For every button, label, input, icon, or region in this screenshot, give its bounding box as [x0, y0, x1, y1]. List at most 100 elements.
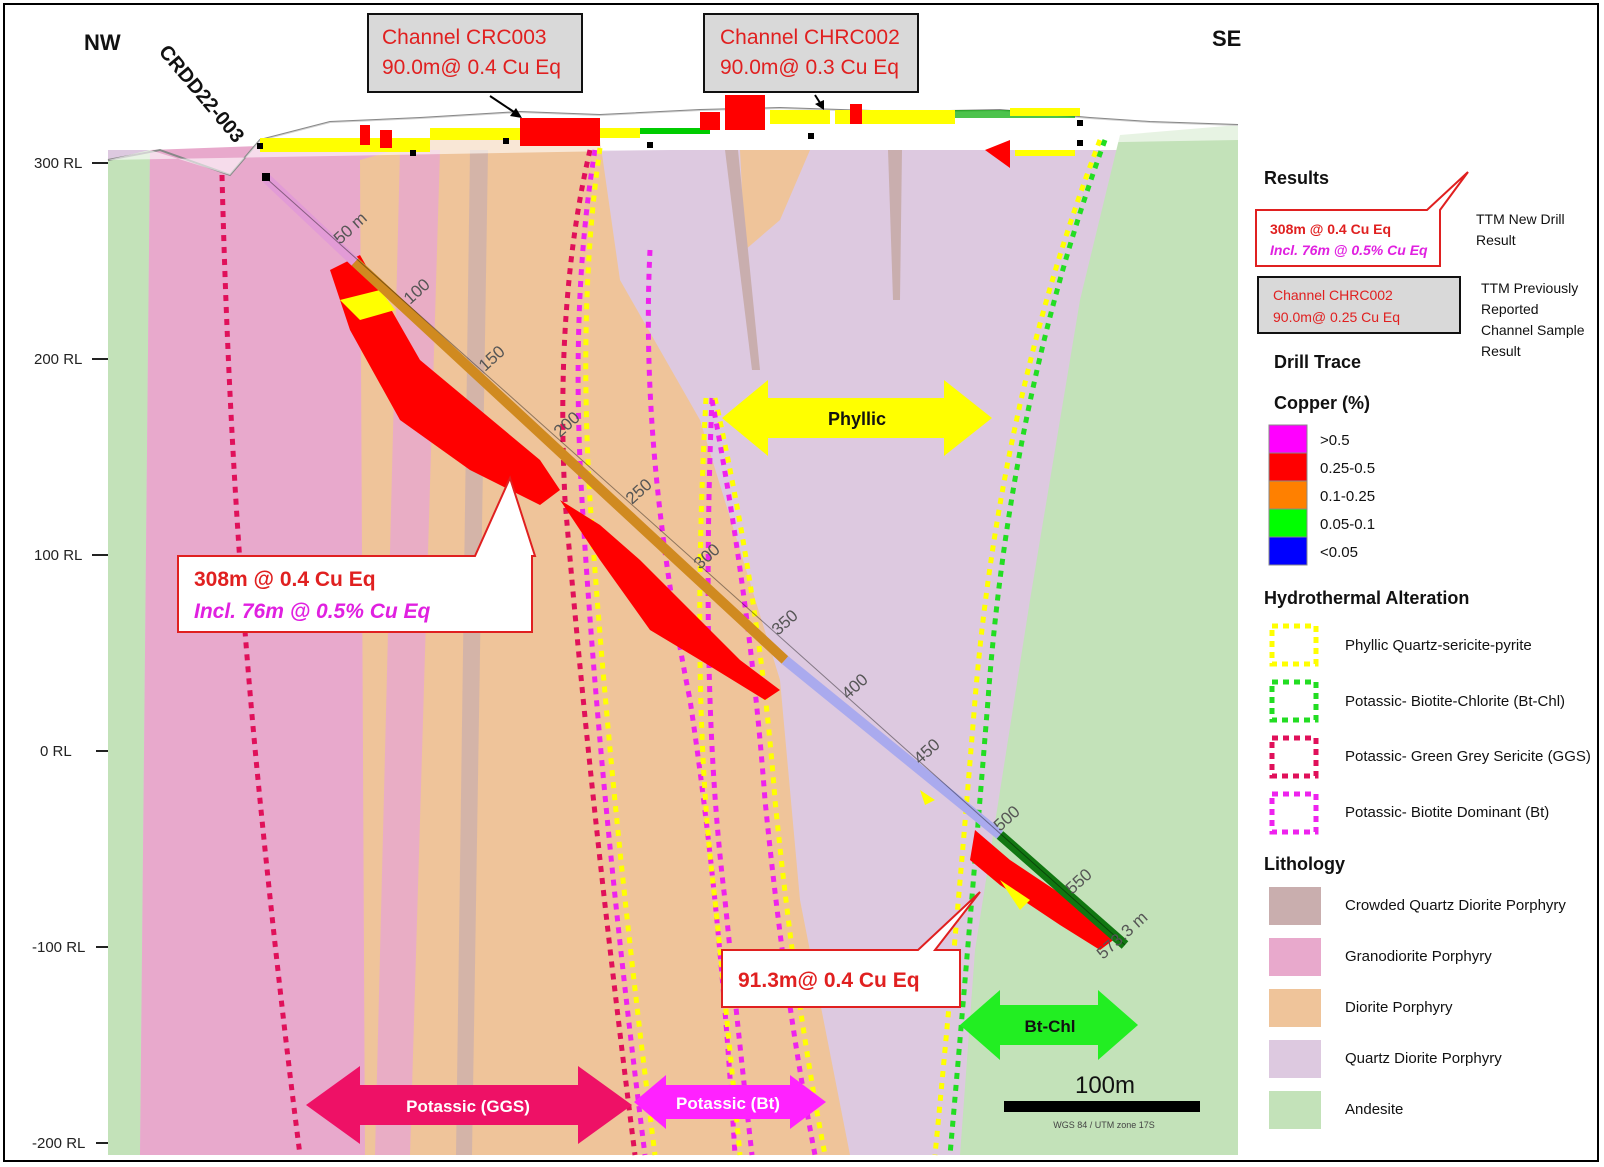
copper-label: <0.05 — [1320, 544, 1358, 561]
assay-histogram — [330, 255, 1120, 950]
assay-histogram-yellow — [340, 290, 395, 320]
callout-line-2: Incl. 76m @ 0.5% Cu Eq — [194, 600, 431, 623]
channel-box-bg — [367, 13, 583, 93]
rl-label: -200 RL — [32, 1135, 85, 1152]
legend-alteration-title: Hydrothermal Alteration — [1264, 588, 1469, 608]
channel-sample-bar — [1015, 150, 1075, 156]
channel-result: 90.0m@ 0.4 Cu Eq — [382, 56, 561, 79]
drill-trace — [262, 173, 1129, 949]
channel-sample-bar — [770, 110, 830, 124]
alteration-swatch — [1269, 679, 1319, 723]
arrow-shape — [306, 1066, 632, 1144]
ggs-boundary-west — [219, 174, 303, 1156]
copper-swatch — [1268, 480, 1308, 510]
crowded-dyke-2 — [725, 150, 760, 370]
copper-swatch — [1268, 508, 1308, 538]
diorite-zone — [400, 140, 850, 1155]
arrow-shape — [960, 990, 1138, 1060]
lithology-label: Quartz Diorite Porphyry — [1345, 1050, 1502, 1067]
channel-sample-bar — [430, 128, 520, 140]
callout-line-1: 91.3m@ 0.4 Cu Eq — [738, 969, 920, 992]
channel-sample-bar — [1010, 108, 1080, 116]
channel-sample-bar — [380, 130, 392, 148]
copper-swatch — [1268, 452, 1308, 482]
legend-channel-desc: Result — [1481, 343, 1521, 359]
alteration-label: Potassic- Green Grey Sericite (GGS) — [1345, 748, 1591, 765]
phyllic-arrow: Phyllic — [722, 380, 992, 456]
bt-boundary-2 — [645, 249, 738, 1156]
assay-histogram-upper — [330, 255, 560, 505]
legend-new-drill-desc: Result — [1476, 232, 1516, 248]
nw-label: NW — [84, 30, 121, 55]
copper-swatch — [1268, 536, 1308, 566]
copper-swatch — [1268, 424, 1308, 454]
lithology-label: Granodiorite Porphyry — [1345, 948, 1492, 965]
legend-new-drill-box — [1255, 171, 1469, 267]
alteration-label: Phyllic Quartz-sericite-pyrite — [1345, 637, 1532, 654]
drill-segment-pink — [262, 174, 359, 266]
bt-boundary-3 — [705, 397, 755, 1156]
legend: Results 308m @ 0.4 Cu Eq Incl. 76m @ 0.5… — [1255, 168, 1591, 1129]
channel-marker — [1077, 120, 1083, 126]
lithology-swatch — [1269, 1040, 1321, 1078]
phyllic-boundary-3 — [712, 397, 828, 1156]
legend-channel-box — [1257, 276, 1461, 334]
arrow-shape — [634, 1075, 826, 1129]
projection-note: WGS 84 / UTM zone 17S — [1053, 1120, 1155, 1130]
legend-channel-desc: Channel Sample — [1481, 322, 1585, 338]
andesite-west — [108, 150, 150, 1155]
collar-marker — [262, 173, 270, 181]
alteration-swatch — [1269, 623, 1319, 667]
rl-label: -100 RL — [32, 939, 85, 956]
arrow-head — [510, 108, 522, 118]
arrow-shape — [722, 380, 992, 456]
btchl-arrow: Bt-Chl — [960, 990, 1138, 1060]
bt-boundary-4 — [709, 399, 818, 1156]
lithology-label: Diorite Porphyry — [1345, 999, 1453, 1016]
channel-sample-bar — [600, 128, 640, 138]
potassic-bt-arrow: Potassic (Bt) — [634, 1075, 826, 1129]
channel-sample-bar — [360, 125, 370, 145]
phyllic-boundary-4 — [932, 139, 1103, 1156]
phyllic-boundary-1 — [583, 147, 658, 1156]
alteration-swatch — [1269, 791, 1319, 835]
channel-marker — [257, 143, 263, 149]
legend-new-drill-desc: TTM New Drill — [1476, 211, 1565, 227]
legend-channel-desc: Reported — [1481, 301, 1539, 317]
diorite-pocket — [740, 150, 810, 250]
assay-histogram-yellow — [920, 790, 935, 805]
scale-label: 100m — [1075, 1072, 1135, 1099]
alteration-label: Potassic- Biotite-Chlorite (Bt-Chl) — [1345, 693, 1565, 710]
potassic-ggs-arrow: Potassic (GGS) — [306, 1066, 632, 1144]
potassic-ggs-label: Potassic (GGS) — [406, 1097, 530, 1116]
lower-result-callout: 91.3m@ 0.4 Cu Eq — [721, 891, 981, 1008]
crowded-dyke-3 — [888, 150, 902, 300]
legend-copper-title: Copper (%) — [1274, 393, 1370, 413]
figure-frame — [3, 3, 1599, 1162]
alteration-boundaries — [219, 139, 1108, 1156]
channel-sample-bar — [835, 110, 955, 124]
legend-channel-line2: 90.0m@ 0.25 Cu Eq — [1273, 309, 1400, 325]
phyllic-label: Phyllic — [828, 409, 886, 429]
legend-channel-line1: Channel CHRC002 — [1273, 287, 1393, 303]
callout-line-1: 308m @ 0.4 Cu Eq — [194, 568, 376, 591]
crowded-dyke-1 — [456, 150, 488, 1155]
lithology-label: Crowded Quartz Diorite Porphyry — [1345, 897, 1566, 914]
channel-sample-bar — [985, 140, 1010, 168]
channel-sample-bar — [520, 118, 600, 146]
ggs-boundary-east — [560, 149, 638, 1156]
drill-segment-green — [996, 831, 1129, 949]
alteration-label: Potassic- Biotite Dominant (Bt) — [1345, 804, 1549, 821]
channel-sample-bar — [700, 112, 720, 130]
drill-segment-blue — [781, 656, 1004, 839]
channel-sample-bar — [850, 104, 862, 124]
channel-marker — [647, 142, 653, 148]
granodiorite-zone — [140, 140, 420, 1155]
channel-name: Channel CRC003 — [382, 26, 547, 49]
channel-sample-bar — [725, 95, 765, 130]
lithology-swatch — [1269, 1091, 1321, 1129]
channel-box-bg — [703, 13, 919, 93]
lithology-swatch — [1269, 887, 1321, 925]
legend-channel-desc: TTM Previously — [1481, 280, 1578, 296]
